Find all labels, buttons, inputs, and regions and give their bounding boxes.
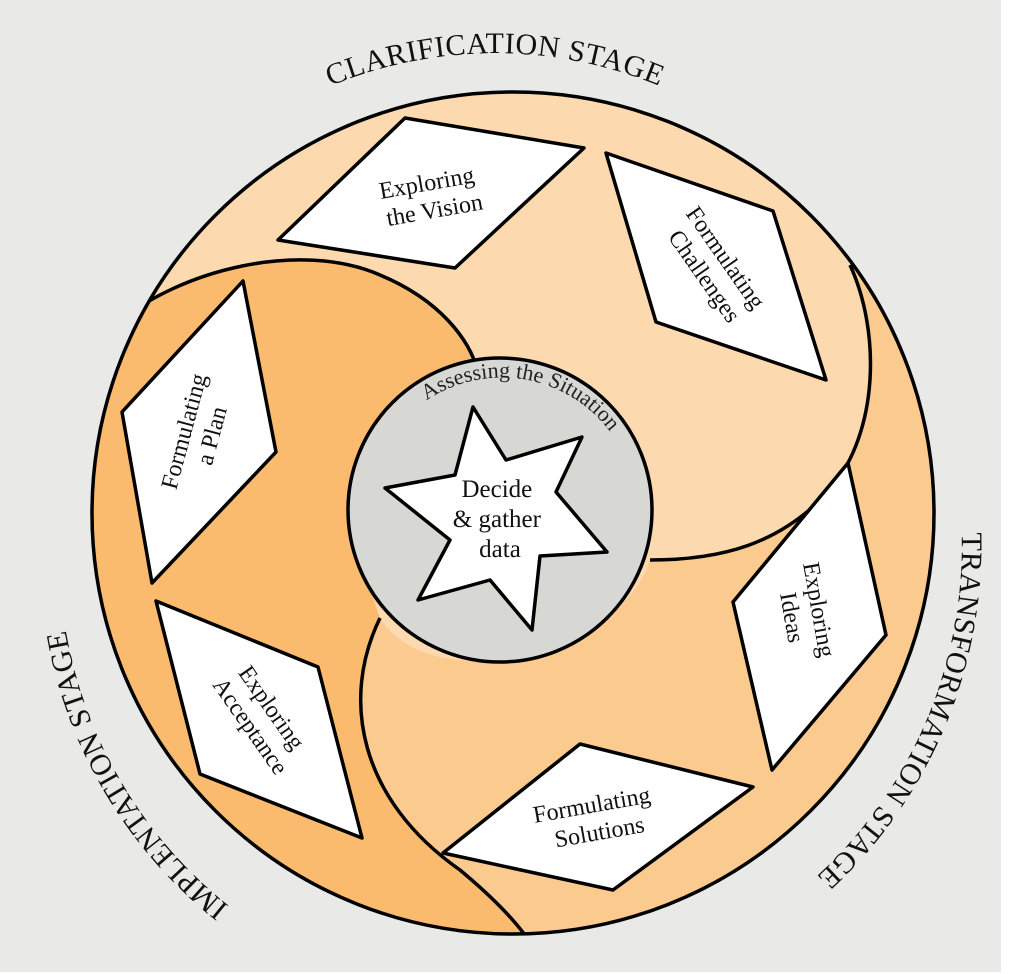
outer-circle-outline (90, 90, 936, 936)
center-star-text: Decide & gather data (453, 476, 547, 563)
step-card-formulating-solutions[interactable]: Formulating Solutions (441, 742, 755, 892)
step-card-exploring-acceptance[interactable]: Exploring Acceptance (154, 599, 364, 840)
star-icon (383, 405, 609, 632)
step-card-formulating-challenges[interactable]: Formulating Challenges (604, 151, 828, 382)
center-line: data (479, 536, 521, 563)
step-card-exploring-ideas[interactable]: Exploring Ideas (731, 461, 888, 772)
step-card-exploring-vision[interactable]: Exploring the Vision (276, 116, 586, 270)
svg-text:Exploring the Vision: Exploring the Vision (377, 162, 487, 233)
center-line: Decide (461, 476, 532, 503)
center-line: & gather (453, 506, 542, 533)
transformation-region (360, 265, 934, 934)
stage-label-clarification: CLARIFICATION STAGE (321, 27, 669, 92)
step-card-formulating-plan[interactable]: Formulating a Plan (120, 279, 278, 585)
